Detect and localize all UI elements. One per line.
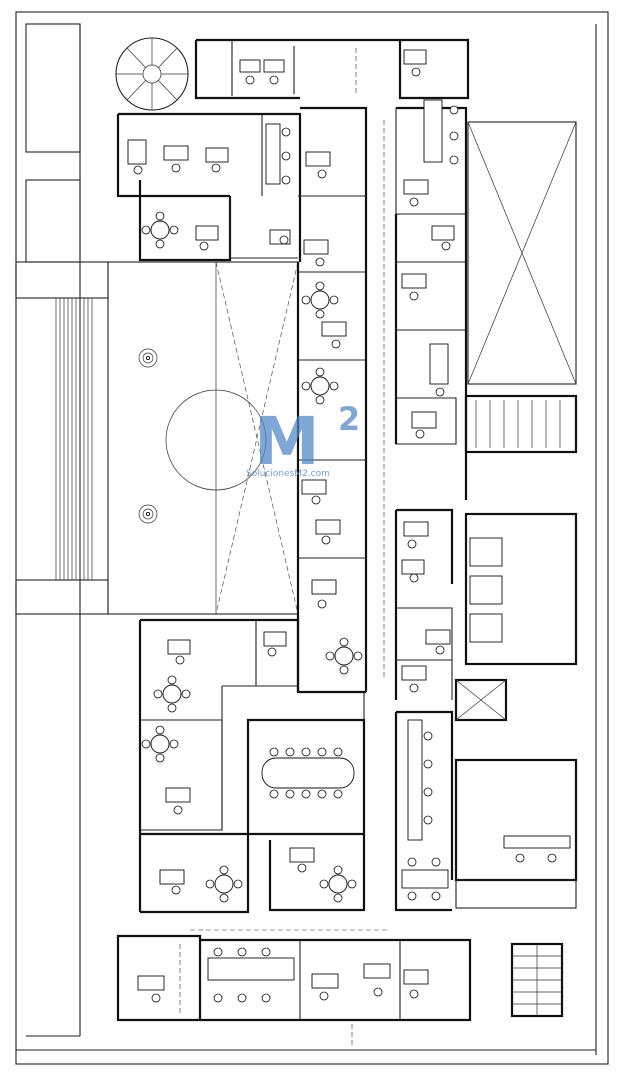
desk [137,975,165,1003]
desk [311,973,339,1001]
spiral-staircase [115,37,189,111]
desk [263,59,285,85]
desk [315,519,341,545]
desk [411,411,437,439]
round-table [141,211,179,249]
desk [167,639,191,665]
desk [363,963,391,997]
round-table [153,675,191,713]
desk [403,521,429,549]
desk [163,145,189,173]
round-table [205,865,243,903]
desk [407,719,433,841]
desk [265,123,291,185]
watermark-superscript: 2 [338,400,360,438]
desk [301,479,327,505]
round-tables [141,211,363,903]
service-core [454,121,578,1018]
desk [269,229,291,245]
page-frame [15,11,609,1065]
desk [423,99,459,165]
dimension-lines [179,48,390,1046]
desk [401,273,427,301]
desk [303,239,329,267]
watermark: M 2 SolucionesM2.com [246,400,360,480]
watermark-text: SolucionesM2.com [246,469,330,479]
desk [165,787,191,815]
desk [401,559,425,583]
workstations [127,49,571,1003]
round-table [319,865,357,903]
desk [403,49,427,77]
round-table [325,637,363,675]
desk [403,179,429,207]
desk [207,947,295,1003]
desk [263,631,287,657]
desk [321,321,347,349]
desk [239,59,261,85]
office-walls [116,38,472,1022]
conference-table [261,747,355,799]
round-table [141,725,179,763]
desk [159,869,185,895]
desk [429,343,449,397]
desk [401,665,427,693]
desk [403,969,429,999]
desk [205,147,229,173]
desk [425,629,451,655]
desk [127,139,147,175]
desk [431,225,455,251]
left-wing [15,23,109,1037]
desk [195,225,219,251]
desk [289,847,315,873]
watermark-mark: M [254,403,320,480]
round-table [301,281,339,319]
desk [401,857,449,901]
desk [305,151,331,179]
desk [311,579,337,609]
desk [503,835,571,863]
round-table [301,367,339,405]
